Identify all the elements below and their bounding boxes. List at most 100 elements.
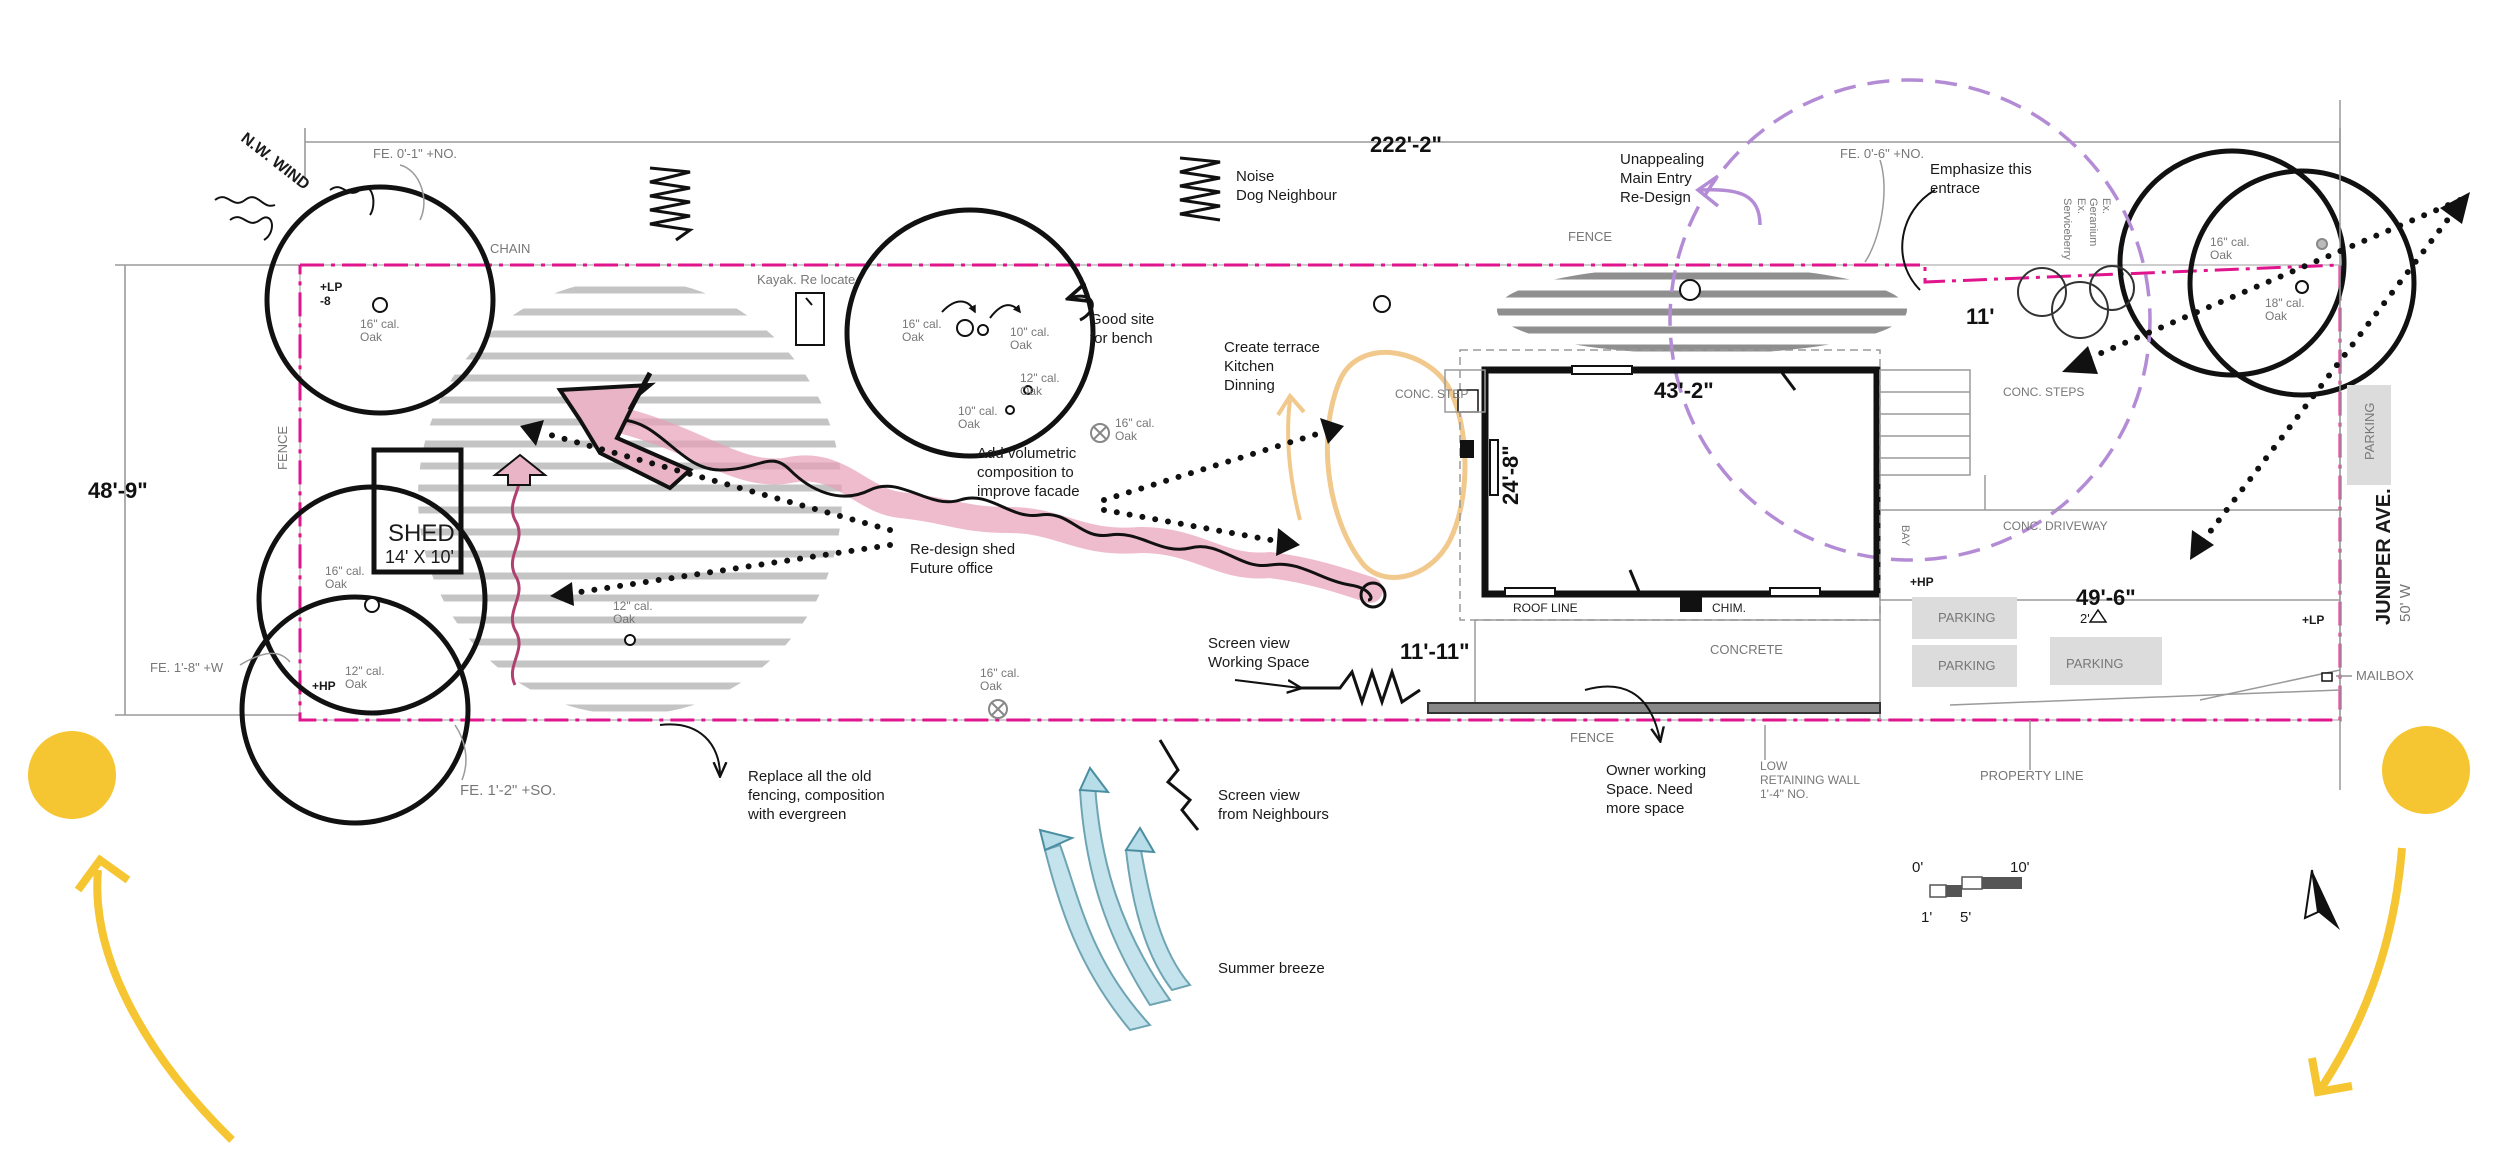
shed-outline (371, 447, 464, 575)
mailbox-label: MAILBOX (2356, 668, 2414, 683)
emphasize-note: entrace (1930, 180, 1980, 197)
leader-line (1901, 189, 1936, 291)
tree-trunk-icon (372, 297, 388, 313)
tree-label: Oak (613, 612, 636, 626)
dotted-arrowhead (2190, 530, 2214, 560)
tree-trunk-icon (977, 324, 989, 336)
tree-label: 10" cal. (958, 404, 998, 418)
bench-pointer (1070, 296, 1094, 322)
entry-note: Unappealing (1620, 151, 1704, 168)
shed-redesign-line (627, 371, 653, 412)
terrace-note: Create terrace (1224, 339, 1320, 356)
lp-right-label: +LP (2302, 613, 2324, 627)
fence-bottom-label: FENCE (1570, 730, 1614, 745)
breeze-arrow-icon (1038, 766, 1192, 1032)
shed-redesign-note: Re-design shed (910, 541, 1015, 558)
replace-note: with evergreen (747, 806, 846, 823)
shed-label: SHED (388, 520, 455, 547)
window (1489, 439, 1499, 496)
scale-ten: 10' (2010, 859, 2030, 876)
concrete-step-rear (1444, 369, 1486, 413)
nw-wind-label: N.W. WIND (238, 130, 313, 194)
wind-squiggle-icon (329, 186, 375, 216)
shed-redesign-note: Future office (910, 560, 993, 577)
tree-label: 16" cal. (325, 564, 365, 578)
tree-trunk-icon (956, 319, 974, 337)
house-outline (1481, 366, 1881, 598)
replace-note: Replace all the old (748, 768, 871, 785)
juniper-width-label: 50' W (2397, 583, 2414, 622)
entry-note: Re-Design (1620, 189, 1691, 206)
volumetric-note: improve facade (977, 483, 1080, 500)
conc-steps-label: CONC. STEPS (2003, 385, 2084, 399)
fe-right-label: FE. 0'-6" +NO. (1840, 146, 1924, 161)
replace-note: fencing, composition (748, 787, 885, 804)
parking-space (1912, 645, 2017, 687)
parking-space (2050, 637, 2162, 685)
chimney (1680, 594, 1702, 612)
roof-line-label: ROOF LINE (1513, 601, 1578, 615)
shrub-label: Serviceberry (2061, 198, 2073, 260)
tree-label: 10" cal. (1010, 325, 1050, 339)
window (1571, 365, 1633, 375)
sun-icon (2382, 726, 2470, 814)
wind-squiggle-icon (214, 196, 276, 207)
side-gap-dim: 11' (1966, 304, 1995, 329)
entry-arrowhead (1695, 174, 1720, 208)
sun-path-arrowhead-right (2308, 1057, 2353, 1097)
mailbox-icon (2321, 672, 2333, 682)
tree-label: 16" cal. (2210, 235, 2250, 249)
garden-path-line (619, 418, 1373, 602)
window (1769, 587, 1821, 597)
property-line-label: PROPERTY LINE (1980, 768, 2084, 783)
terrace-arrowhead (1276, 392, 1306, 417)
tree-label: Oak (325, 577, 348, 591)
bench-note: for bench (1090, 330, 1153, 347)
terrace-note: Dinning (1224, 377, 1275, 394)
tree-label: 12" cal. (345, 664, 385, 678)
removed-tree-icon (988, 699, 1008, 719)
dotted-arrowhead (520, 420, 544, 446)
dotted-arrow-shed-2 (537, 429, 893, 533)
sun-icon (28, 731, 116, 819)
leader-line (1864, 159, 1885, 263)
parking-label-2: PARKING (1938, 658, 1996, 673)
shed-size-label: 14' X 10' (385, 547, 454, 567)
noise-note: Noise (1236, 168, 1274, 185)
noise-scribble-icon (649, 166, 694, 242)
screen-work-note: Screen view (1208, 635, 1290, 652)
breeze-note: Summer breeze (1218, 960, 1325, 977)
leader-line (659, 723, 720, 775)
conc-step-label: CONC. STEP (1395, 387, 1468, 401)
noise-scribble-icon (1179, 156, 1221, 222)
tree-trunk-icon (2316, 238, 2328, 250)
terrace-note: Kitchen (1224, 358, 1274, 375)
bay-label: BAY (1899, 525, 1911, 547)
dotted-arrow-street-1 (2077, 197, 2463, 365)
tree-trunk-icon (1373, 295, 1391, 313)
volumetric-note: composition to (977, 464, 1074, 481)
low-retaining-label-1: LOW (1760, 759, 1788, 773)
leader-line (239, 652, 291, 666)
dotted-arrowhead (550, 582, 574, 606)
tree-label: Oak (345, 677, 368, 691)
shed-path-line (510, 469, 521, 686)
conc-driveway-label: CONC. DRIVEWAY (2003, 519, 2108, 533)
scale-zero: 0' (1912, 859, 1923, 876)
volumetric-note: Add volumetric (977, 445, 1077, 462)
parking-label-3: PARKING (2066, 656, 2124, 671)
tree-trunk-icon (1023, 385, 1033, 395)
dotted-arrowhead (1320, 418, 1344, 444)
dotted-arrowhead (2062, 346, 2098, 374)
tree-label: 12" cal. (613, 599, 653, 613)
door-swing (1628, 569, 1642, 595)
tree-canopy-circle (264, 184, 496, 416)
fence-top-label: FENCE (1568, 229, 1612, 244)
shed-path-arrowhead (492, 453, 548, 486)
leader-line (454, 724, 467, 781)
tree-label: 16" cal. (980, 666, 1020, 680)
owner-note: Owner working (1606, 762, 1706, 779)
lp-left-num-label: -8 (320, 294, 331, 308)
overall-length-dim: 222'-2" (1370, 132, 1442, 157)
fence-top-fe-label: FE. 0'-1" +NO. (373, 146, 457, 161)
